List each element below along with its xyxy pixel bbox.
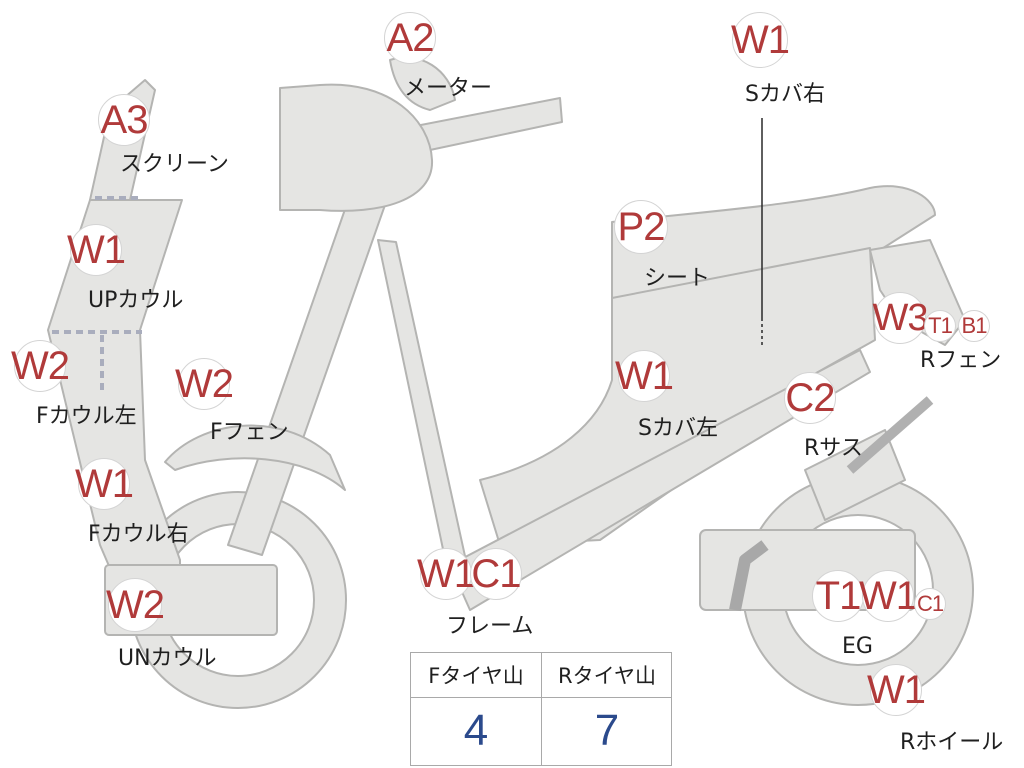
engine-code-badge-1: T1: [812, 570, 864, 622]
r-sus-label: Rサス: [804, 436, 863, 461]
r-fender-code-badge-1: W3: [873, 292, 929, 344]
up-cowl-label: UPカウル: [88, 288, 184, 313]
seat-label: シート: [644, 266, 711, 291]
table-column-divider: [541, 653, 542, 765]
front-tire-value: 4: [463, 706, 489, 755]
r-fender-code-badge-2: T1: [924, 310, 956, 342]
f-cowl-left-code-badge: W2: [11, 340, 70, 392]
front-tire-header: Fタイヤ山: [428, 664, 524, 688]
f-cowl-right-label: Fカウル右: [88, 522, 189, 547]
s-cover-left-code-badge: W1: [615, 350, 674, 402]
un-cowl-label: UNカウル: [118, 646, 217, 671]
f-fender-label: Fフェン: [210, 420, 289, 445]
screen-code-badge: A3: [98, 94, 150, 146]
tire-tread-table: Fタイヤ山 Rタイヤ山 4 7: [410, 652, 672, 766]
engine-label: EG: [842, 634, 873, 659]
frame-code-badge-1: W1: [417, 548, 476, 600]
rear-tire-header: Rタイヤ山: [558, 664, 656, 688]
up-cowl-code-badge: W1: [67, 224, 126, 276]
r-fender-label: Rフェン: [920, 348, 1002, 373]
steering-column-shape: [227, 194, 386, 556]
meter-code-badge: A2: [384, 12, 436, 64]
front-fender-shape: [164, 424, 346, 491]
seat-code-badge: P2: [614, 200, 668, 254]
rear-suspension-shape: [804, 429, 906, 521]
f-fender-code-badge: W2: [175, 358, 234, 410]
rear-tire-value: 7: [594, 706, 620, 755]
engine-code-badge-2: W1: [859, 570, 918, 622]
frame-code-badge-2: C1: [470, 548, 522, 600]
r-sus-code-badge: C2: [784, 372, 836, 424]
r-fender-code-badge-3: B1: [958, 310, 990, 342]
un-cowl-code-badge: W2: [106, 578, 165, 632]
r-wheel-code-badge: W1: [867, 664, 926, 716]
f-cowl-right-code-badge: W1: [75, 458, 134, 510]
meter-label: メーター: [404, 76, 493, 101]
exhaust-pipe: [729, 540, 769, 612]
steering-post-shape: [377, 239, 473, 593]
engine-code-badge-3: C1: [914, 588, 946, 620]
f-cowl-left-label: Fカウル左: [36, 404, 137, 429]
s-cover-right-code-badge: W1: [731, 12, 790, 68]
s-cover-right-label: Sカバ右: [745, 82, 825, 107]
s-cover-left-label: Sカバ左: [638, 416, 718, 441]
frame-label: フレーム: [446, 614, 534, 639]
headlight-shape: [279, 83, 434, 212]
screen-label: スクリーン: [120, 152, 229, 177]
r-wheel-label: Rホイール: [900, 730, 1004, 755]
muffler-shape: [846, 396, 934, 474]
